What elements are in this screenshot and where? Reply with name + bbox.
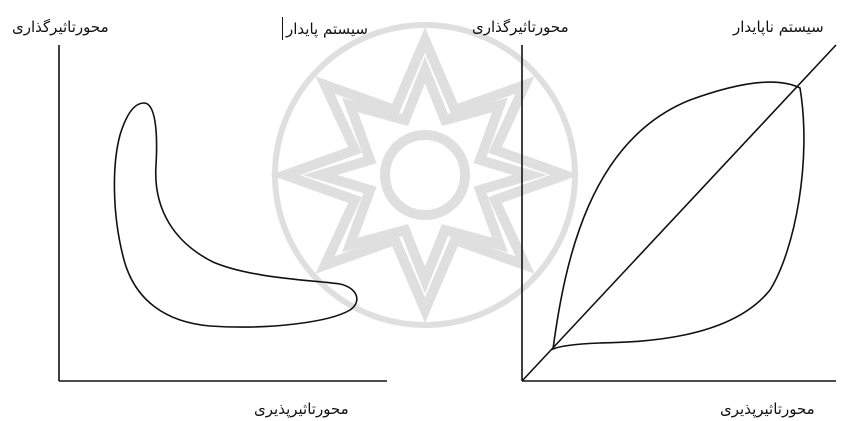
left-panel-title: سیستم پایدار (286, 22, 368, 37)
right-y-axis-label: محورتاثیرگذاری (472, 20, 569, 35)
unstable-leaf-curve (553, 82, 804, 349)
right-x-axis-label: محورتاثیرپذیری (720, 402, 815, 417)
right-panel-title: سیستم ناپایدار (733, 20, 824, 35)
left-x-axis-label: محورتاثیرپذیری (254, 402, 349, 417)
stable-system-chart (59, 45, 387, 381)
left-title-marker (282, 17, 283, 40)
stable-boomerang-curve (114, 103, 356, 327)
rosette-watermark-icon (275, 25, 575, 325)
left-y-axis-label: محورتاثیرگذاری (12, 20, 109, 35)
